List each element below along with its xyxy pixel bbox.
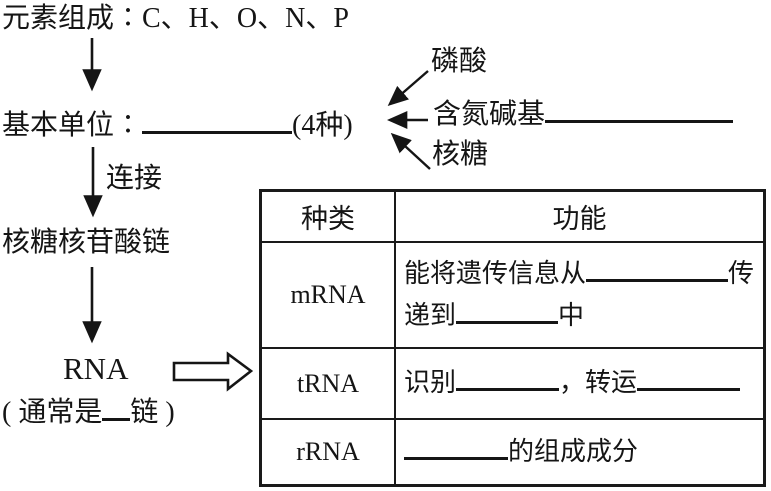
basic-unit-blank — [142, 128, 293, 134]
rna-note-blank — [102, 415, 131, 421]
element-composition-label: 元素组成∶C、H、O、N、P — [2, 3, 349, 34]
rna-note-close: 链 ) — [130, 397, 175, 428]
table-row-rrna-function: 的组成成分 — [394, 418, 763, 484]
rrna-fn-text-1: 的组成成分 — [508, 436, 639, 466]
mrna-fn-text-1: 能将遗传信息从 — [404, 258, 587, 288]
table-header-function: 功能 — [394, 192, 763, 241]
arrow-phosphate-to-unit-icon — [387, 70, 429, 107]
basic-unit-kinds-label: (4种) — [292, 110, 353, 141]
table-header-function-label: 功能 — [552, 204, 607, 234]
nitrogen-base-line: 含氮碱基 — [433, 92, 734, 132]
table-row-rrna-type: rRNA — [262, 418, 394, 484]
basic-unit-line: 基本单位∶ (4种) — [2, 103, 353, 143]
rna-label: RNA — [63, 351, 129, 386]
trna-label: tRNA — [296, 368, 360, 398]
rna-note-open: ( 通常是 — [2, 397, 103, 428]
big-right-arrow-icon — [172, 351, 254, 392]
mrna-label: mRNA — [290, 280, 366, 309]
rrna-label: rRNA — [296, 437, 360, 466]
trna-blank-1 — [456, 385, 560, 392]
table-row-trna-type: tRNA — [262, 347, 394, 418]
table-header-type: 种类 — [262, 192, 394, 241]
ribonucleotide-chain-label: 核糖核苷酸链 — [2, 227, 171, 258]
phosphate-label: 磷酸 — [431, 46, 488, 77]
trna-blank-2 — [637, 385, 741, 392]
link-label: 连接 — [106, 163, 163, 194]
table-row-mrna-function: 能将遗传信息从传递到中 — [394, 241, 763, 347]
rna-types-table: 种类 功能 mRNA 能将遗传信息从传递到中 tRNA 识别 ，转运 rRNA 的… — [259, 189, 766, 487]
mrna-fn-text-2: 传递到 — [404, 258, 755, 330]
mrna-fn-text-3: 中 — [558, 301, 585, 330]
rrna-blank-1 — [404, 454, 508, 460]
arrow-ribose-to-unit-icon — [390, 132, 431, 170]
nitrogen-base-blank — [545, 117, 734, 123]
mrna-blank-2 — [456, 318, 559, 324]
basic-unit-label: 基本单位∶ — [2, 110, 143, 141]
ribose-label: 核糖 — [432, 139, 489, 170]
table-row-trna-function: 识别 ，转运 — [394, 347, 763, 418]
table-header-type-label: 种类 — [301, 204, 355, 234]
trna-fn-text-2: ，转运 — [559, 368, 638, 398]
mrna-blank-1 — [586, 276, 729, 282]
nitrogen-base-label: 含氮碱基 — [433, 99, 546, 130]
rna-note-line: ( 通常是链 ) — [2, 390, 175, 430]
trna-fn-text-1: 识别 — [404, 368, 457, 398]
table-row-mrna-type: mRNA — [262, 241, 394, 347]
